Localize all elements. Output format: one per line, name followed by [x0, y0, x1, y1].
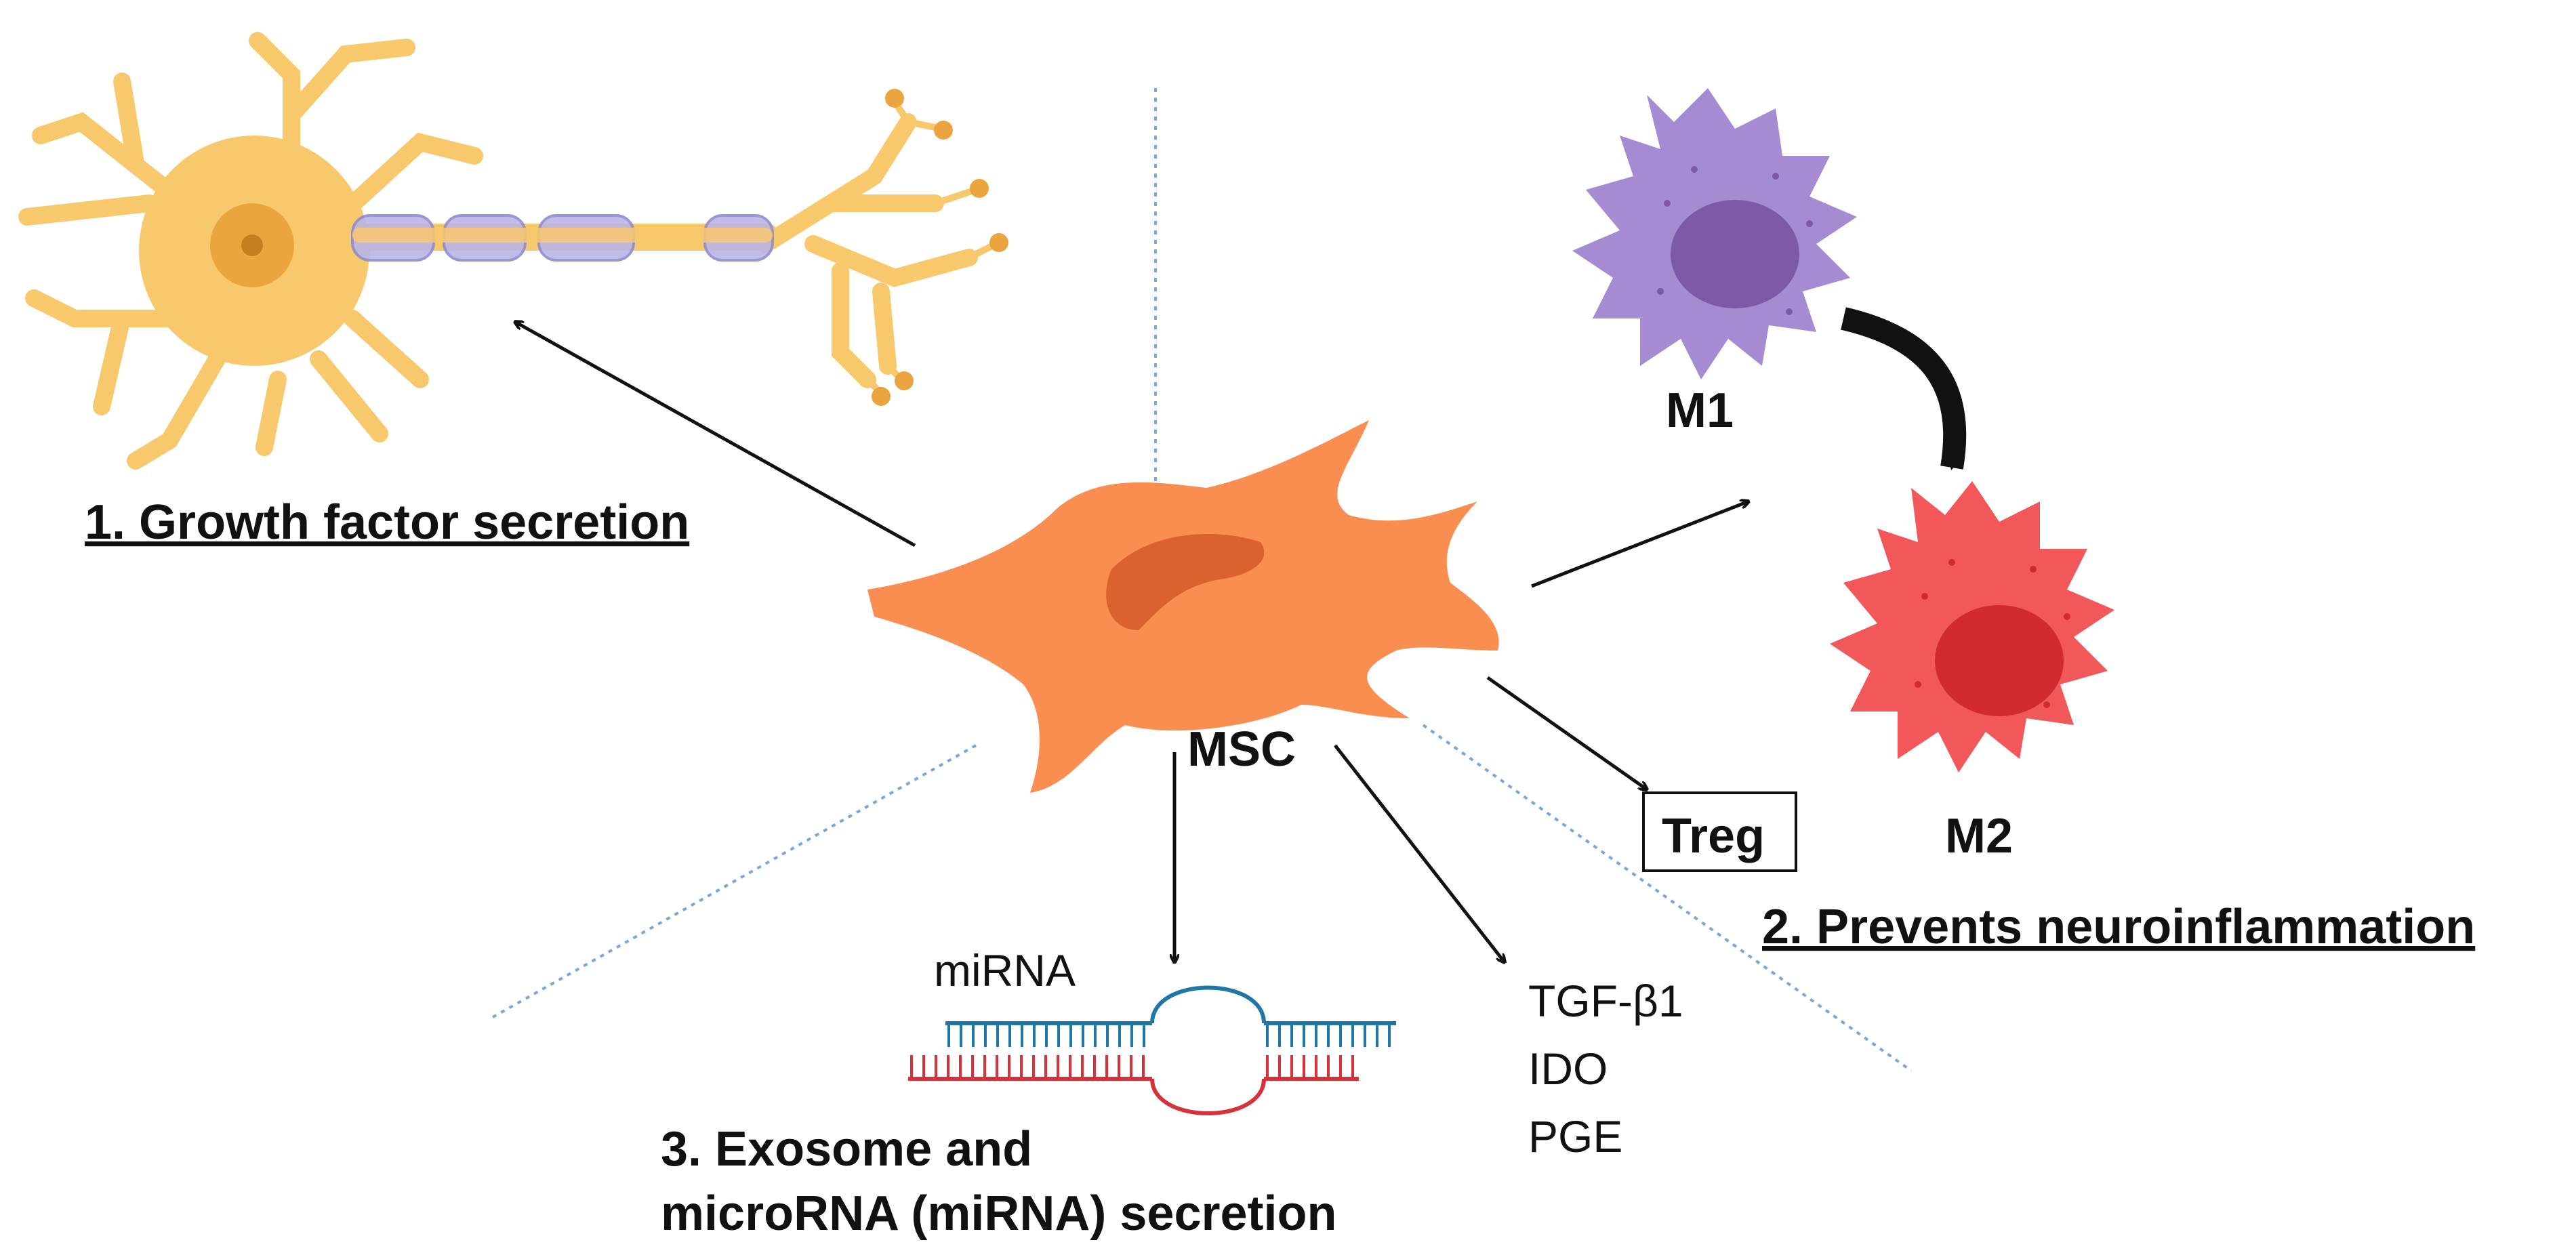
exosome-title-line1: 3. Exosome and — [661, 1122, 1032, 1176]
m2-macrophage — [1830, 481, 2114, 772]
exosome-title-line2: microRNA (miRNA) secretion — [661, 1187, 1337, 1241]
arrow-to-neuron — [515, 322, 916, 548]
m1-macrophage — [1572, 88, 1857, 379]
neuroinflammation-title: 2. Prevents neuroinflammation — [1762, 900, 2475, 954]
neuron-illustration — [18, 32, 1008, 470]
divider-left — [487, 744, 977, 1021]
treg-label: Treg — [1662, 809, 1765, 863]
molecule-tgf: TGF-β1 — [1528, 976, 1683, 1026]
arrows — [515, 322, 1749, 962]
polarization-arrow — [1841, 307, 1967, 470]
molecule-pge: PGE — [1528, 1111, 1622, 1161]
mirna-label: miRNA — [934, 945, 1076, 995]
arrow-to-m1 — [1531, 501, 1749, 588]
mirna-duplex — [908, 985, 1396, 1115]
divider-lines — [487, 88, 1913, 1072]
m1-label: M1 — [1666, 384, 1734, 438]
molecule-ido: IDO — [1528, 1044, 1608, 1094]
arrow-to-molecules — [1334, 744, 1505, 962]
arrow-to-treg — [1486, 676, 1647, 789]
msc-cell — [867, 420, 1499, 793]
msc-label: MSC — [1187, 722, 1296, 777]
growth-factor-title: 1. Growth factor secretion — [85, 495, 689, 550]
m2-label: M2 — [1945, 809, 2013, 863]
treg-box — [1642, 791, 1797, 872]
